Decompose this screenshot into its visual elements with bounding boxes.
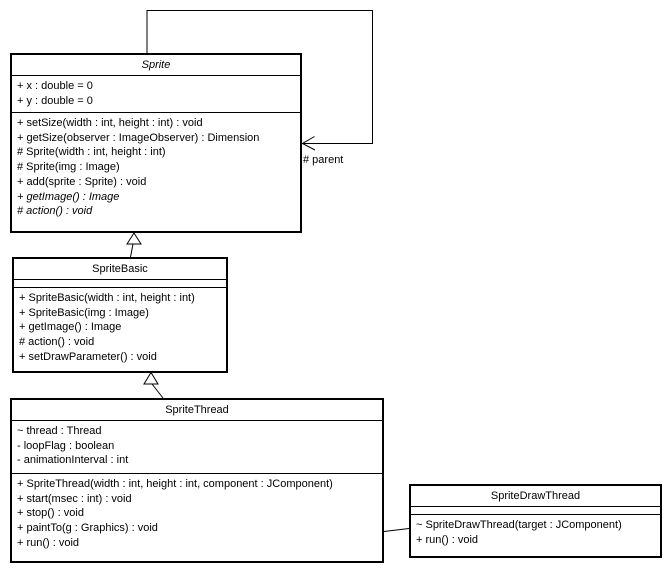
member-row: ~ SpriteDrawThread(target : JComponent) bbox=[416, 519, 622, 531]
self-association-line bbox=[146, 10, 373, 144]
generalization-line-spritethread-spritebasic bbox=[151, 383, 164, 399]
member-row: + start(msec : int) : void bbox=[17, 492, 132, 505]
class-title: SpriteThread bbox=[12, 400, 382, 421]
hollow-triangle-icon bbox=[126, 232, 142, 245]
association-line-spritethread-spritedrawthread bbox=[383, 528, 410, 532]
member-row: + paintTo(g : Graphics) : void bbox=[17, 522, 158, 535]
attributes-compartment bbox=[14, 280, 226, 288]
class-title: SpriteBasic bbox=[14, 259, 226, 280]
member-row: + setSize(width : int, height : int) : v… bbox=[17, 117, 203, 129]
member-row: + run() : void bbox=[416, 533, 479, 546]
member-row: + add(sprite : Sprite) : void bbox=[17, 175, 147, 188]
class-box-spritedrawthread[interactable]: SpriteDrawThread ~ SpriteDrawThread(targ… bbox=[409, 484, 662, 558]
hollow-triangle-icon bbox=[143, 371, 159, 385]
class-box-sprite[interactable]: Sprite + x : double = 0+ y : double = 0 … bbox=[10, 53, 302, 233]
methods-compartment: + setSize(width : int, height : int) : v… bbox=[12, 113, 300, 231]
edge-label-parent: # parent bbox=[303, 154, 344, 166]
member-row: + SpriteBasic(width : int, height : int) bbox=[19, 292, 195, 304]
member-row: + run() : void bbox=[17, 536, 80, 549]
class-title: Sprite bbox=[12, 55, 300, 76]
member-row: + SpriteBasic(img : Image) bbox=[19, 306, 149, 319]
member-row: + y : double = 0 bbox=[17, 94, 93, 107]
methods-compartment: ~ SpriteDrawThread(target : JComponent) +… bbox=[411, 515, 660, 556]
member-row: + SpriteThread(width : int, height : int… bbox=[17, 478, 333, 490]
generalization-line-spritebasic-sprite bbox=[130, 243, 134, 258]
attributes-compartment: + x : double = 0 + y : double = 0 bbox=[12, 76, 300, 113]
member-row: # Sprite(img : Image) bbox=[17, 161, 120, 174]
member-row: + setDrawParameter() : void bbox=[19, 350, 157, 363]
attributes-compartment: ~ thread : Thread - loopFlag : boolean - a… bbox=[12, 421, 382, 474]
class-title: SpriteDrawThread bbox=[411, 486, 660, 507]
member-row: + stop() : void bbox=[17, 507, 84, 520]
member-row: + x : double = 0 bbox=[17, 80, 93, 92]
member-row: + getSize(observer : ImageObserver) : Di… bbox=[17, 131, 260, 144]
member-row: - animationInterval : int bbox=[17, 454, 129, 467]
member-row: - loopFlag : boolean bbox=[17, 439, 115, 452]
member-row: + getImage() : Image bbox=[17, 190, 120, 203]
methods-compartment: + SpriteThread(width : int, height : int… bbox=[12, 474, 382, 561]
member-row: # action() : void bbox=[19, 336, 95, 349]
member-row: # action() : void bbox=[17, 205, 93, 218]
class-box-spritebasic[interactable]: SpriteBasic + SpriteBasic(width : int, h… bbox=[12, 257, 228, 373]
attributes-compartment bbox=[411, 507, 660, 515]
open-arrowhead-icon bbox=[301, 136, 316, 151]
methods-compartment: + SpriteBasic(width : int, height : int)… bbox=[14, 288, 226, 371]
member-row: # Sprite(width : int, height : int) bbox=[17, 146, 166, 159]
member-row: + getImage() : Image bbox=[19, 321, 122, 334]
class-box-spritethread[interactable]: SpriteThread ~ thread : Thread - loopFlag… bbox=[10, 398, 384, 563]
member-row: ~ thread : Thread bbox=[17, 425, 102, 437]
